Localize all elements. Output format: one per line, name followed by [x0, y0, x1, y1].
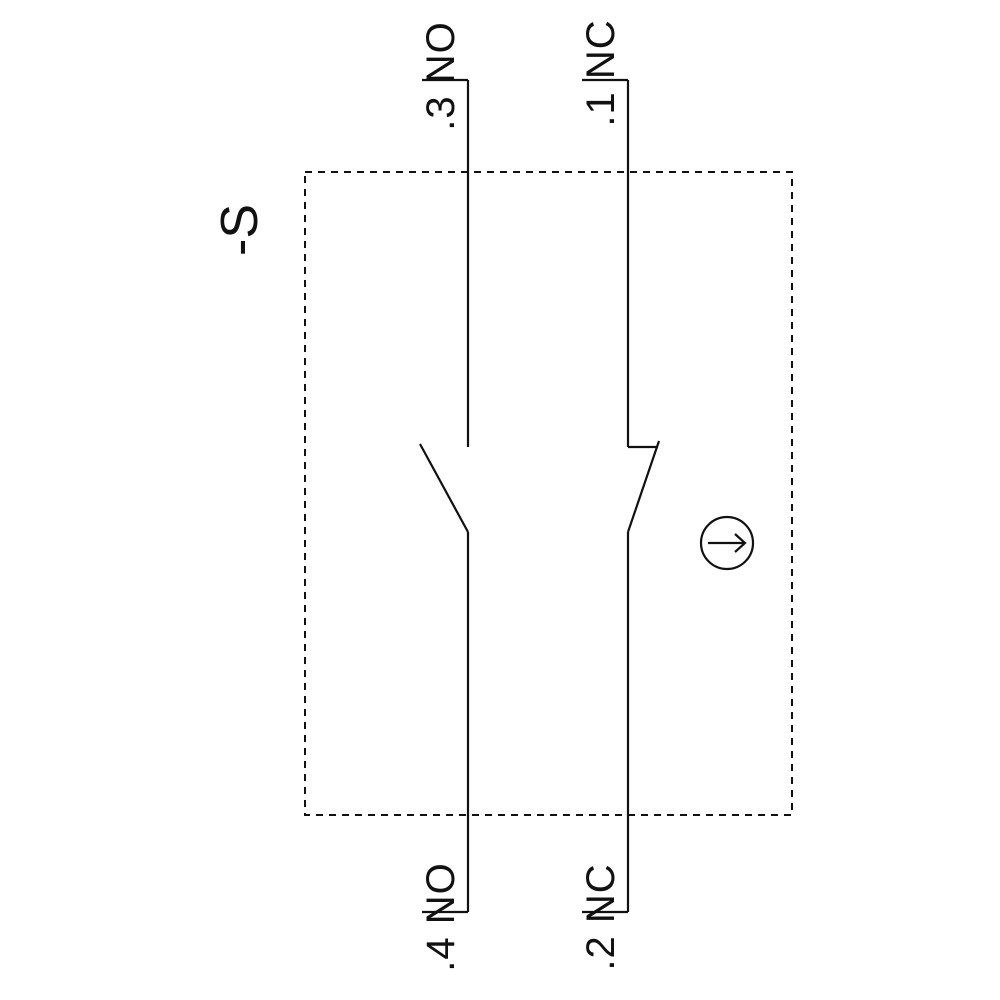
dashed-device-boundary	[304, 171, 793, 816]
no-moving-contact	[419, 443, 469, 533]
actuator-arrow-head	[734, 533, 747, 553]
nc-moving-contact	[626, 440, 661, 533]
terminal-label-3-no: .3 NO	[419, 21, 463, 131]
terminal-label-4-no: .4 NO	[419, 862, 463, 972]
device-designator-label: -S	[211, 204, 269, 256]
actuator-arrow-icon	[699, 515, 755, 571]
actuator-circle	[699, 515, 755, 571]
terminal-label-1-nc: .1 NC	[579, 19, 623, 127]
nc-contact-symbol	[582, 78, 661, 914]
no-contact-symbol	[419, 78, 470, 914]
terminal-label-2-nc: .2 NC	[579, 863, 623, 971]
